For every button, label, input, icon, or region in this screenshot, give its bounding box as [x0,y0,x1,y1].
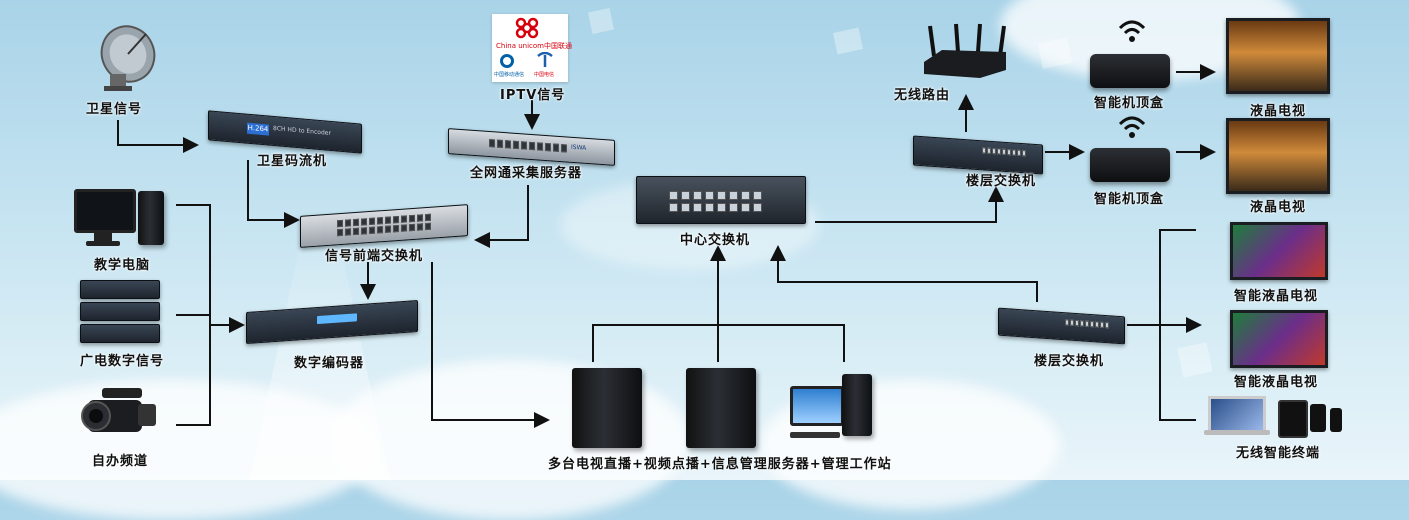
label-lcd-tv-2: 液晶电视 [1250,200,1307,215]
center-switch-device [636,176,806,224]
wireless-router-icon [920,22,1010,80]
china-mobile-logo-text: 中国移动通信 [494,72,525,78]
label-signal-front-switch: 信号前端交换机 [325,249,424,264]
label-wireless-terminal: 无线智能终端 [1236,446,1321,461]
video-camera-icon [78,380,160,446]
arrow-center-to-floor-top [815,186,1004,223]
smart-stb-2-icon [1090,148,1170,182]
label-server-group: 多台电视直播+视频点播+信息管理服务器+管理工作站 [548,457,892,472]
china-mobile-logo-icon [500,54,514,68]
server-tower-icon [686,368,756,448]
china-telecom-logo-text: 中国电信 [534,72,555,78]
streamer-panel-badge: H.264 [247,122,269,136]
workstation-icon [790,372,882,448]
smart-lcd-tv-1-icon [1230,222,1328,280]
unicom-logo-text: China unicom中国联通 [496,42,572,50]
unicom-logo-icon [514,16,540,44]
arrow-floor-bottom-to-center [770,245,1038,302]
label-lcd-tv-1: 液晶电视 [1250,104,1307,119]
wireless-terminals-icon [1204,394,1348,438]
connection-lines [117,64,1216,428]
wifi-signal-icon [1118,112,1146,142]
china-telecom-logo-icon [536,51,554,68]
label-fullnet-server: 全网通采集服务器 [470,166,583,181]
label-iptv-signal: IPTV信号 [500,88,566,103]
label-smart-stb-1: 智能机顶盒 [1094,96,1165,111]
label-broadcast-digital-signal: 广电数字信号 [80,354,165,369]
fullnet-panel-text: ISWA [571,143,587,152]
carrier-logos-panel: China unicom中国联通 中国移动通信 中国电信 [492,14,572,82]
label-floor-switch-top: 楼层交换机 [966,174,1037,189]
broadcast-receiver-stack-icon [80,280,160,346]
label-center-switch: 中心交换机 [680,233,751,248]
label-teaching-pc: 教学电脑 [94,258,151,273]
server-tower-icon [572,368,642,448]
label-wireless-router: 无线路由 [894,88,951,103]
arrow-server-to-front-switch [474,185,529,248]
arrow-streamer-to-front-switch [247,160,300,228]
arrow-front-switch-to-servers [431,262,550,428]
smart-stb-1-icon [1090,54,1170,88]
satellite-dish-icon [98,22,160,92]
bracket-right-terminals [1159,229,1196,421]
label-smart-stb-2: 智能机顶盒 [1094,192,1165,207]
label-smart-lcd-tv-1: 智能液晶电视 [1234,289,1319,304]
wifi-signal-icon [1118,16,1146,46]
label-self-channel: 自办频道 [92,454,149,469]
arrow-satellite-to-streamer [117,120,199,153]
lcd-tv-1-icon [1226,18,1330,94]
label-smart-lcd-tv-2: 智能液晶电视 [1234,375,1319,390]
smart-lcd-tv-2-icon [1230,310,1328,368]
teaching-pc-icon [72,187,172,249]
label-satellite-streamer: 卫星码流机 [257,154,328,169]
label-satellite-signal: 卫星信号 [86,102,143,117]
streamer-model-text: 8CH HD to Encoder [273,124,331,138]
label-floor-switch-bottom: 楼层交换机 [1034,354,1105,369]
label-digital-encoder: 数字编码器 [294,356,365,371]
lcd-tv-2-icon [1226,118,1330,194]
